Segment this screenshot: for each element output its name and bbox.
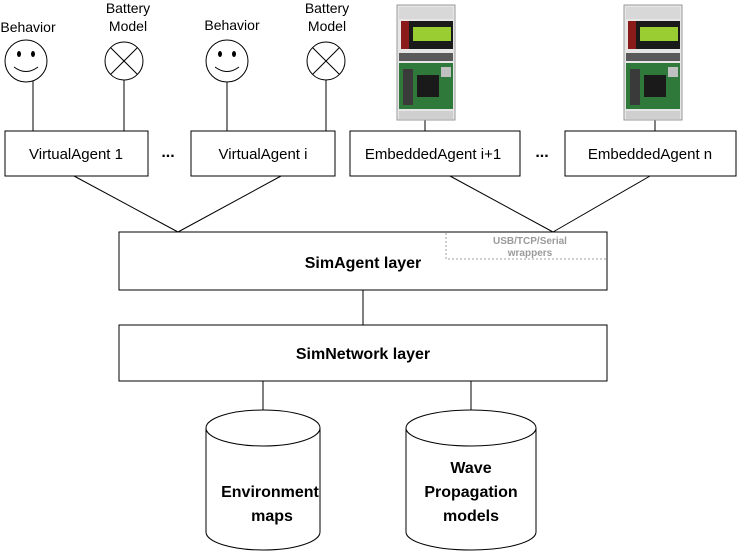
battery-label: Battery xyxy=(305,0,349,16)
connector-virtual1-simagent xyxy=(73,175,179,233)
connector-embeddedn-simagent xyxy=(552,175,651,233)
ellipsis-virtual: ... xyxy=(161,144,174,161)
simagent-layer-label: SimAgent layer xyxy=(305,255,421,272)
environment-maps-database: Environment maps xyxy=(205,409,321,551)
smiley-icon xyxy=(205,39,249,83)
simnetwork-layer-label: SimNetwork layer xyxy=(296,346,430,363)
battery-label: Battery xyxy=(106,0,150,16)
environment-maps-label: maps xyxy=(251,508,293,525)
virtual-agent-i-box: VirtualAgent i xyxy=(190,130,336,177)
virtual-agent-1-box: VirtualAgent 1 xyxy=(4,130,149,177)
connector-embedded1-simagent xyxy=(449,175,554,233)
environment-maps-label: Environment xyxy=(221,484,319,501)
simnetwork-layer-box: SimNetwork layer xyxy=(118,324,608,382)
battery-label: Model xyxy=(308,18,346,34)
wave-propagation-label: Wave xyxy=(450,460,491,477)
virtual-agent-i-label: VirtualAgent i xyxy=(219,146,308,163)
wave-propagation-label: models xyxy=(443,508,499,525)
wrappers-label: USB/TCP/Serial xyxy=(493,236,567,247)
embedded-agent-n-box: EmbeddedAgent n xyxy=(564,130,737,177)
wave-propagation-label: Propagation xyxy=(424,484,517,501)
wrappers-region: USB/TCP/Serial wrappers xyxy=(445,233,606,260)
behavior-label: Behavior xyxy=(0,19,56,35)
wave-propagation-database: Wave Propagation models xyxy=(405,409,537,551)
connectors xyxy=(32,80,656,410)
behavior-label: Behavior xyxy=(204,17,260,33)
smiley-icon xyxy=(4,39,48,83)
battery-label: Model xyxy=(109,18,147,34)
wrappers-label: wrappers xyxy=(507,248,553,259)
embedded-board-image xyxy=(623,4,683,121)
virtual-agent-1-label: VirtualAgent 1 xyxy=(29,146,123,163)
embedded-agent-n-label: EmbeddedAgent n xyxy=(588,146,712,163)
ellipsis-embedded: ... xyxy=(535,144,548,161)
simagent-layer-box: SimAgent layer xyxy=(118,231,608,291)
embedded-agent-i1-label: EmbeddedAgent i+1 xyxy=(365,146,501,163)
embedded-agent-i1-box: EmbeddedAgent i+1 xyxy=(349,130,521,177)
connector-virtuali-simagent xyxy=(177,175,282,233)
battery-model-icon xyxy=(306,41,346,81)
battery-model-icon xyxy=(104,41,144,81)
embedded-board-image xyxy=(396,4,456,121)
